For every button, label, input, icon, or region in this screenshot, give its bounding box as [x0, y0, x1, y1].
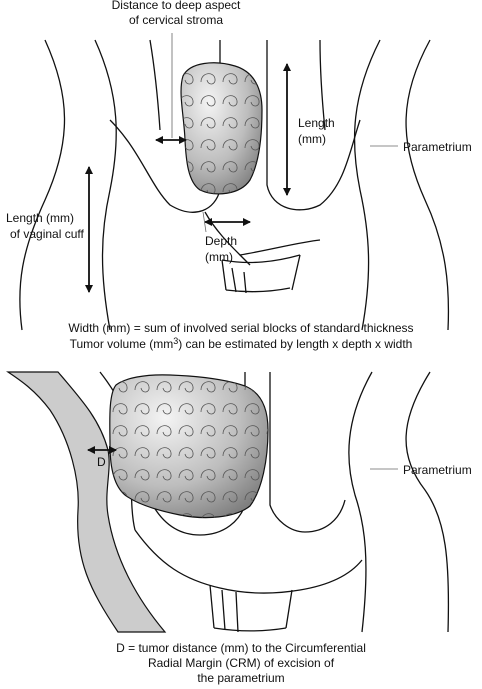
label-vaginal-line2: of vaginal cuff [10, 227, 84, 241]
volume-text-before: Tumor volume (mm [69, 337, 174, 351]
label-depth-line1: Depth [205, 234, 238, 248]
bottom-caption-line1: D = tumor distance (mm) to the Circumfer… [116, 641, 366, 655]
label-depth-line2: (mm) [205, 250, 233, 264]
label-distance-line2: of cervical stroma [128, 13, 224, 27]
middle-caption-line2: Tumor volume (mm3) can be estimated by l… [0, 337, 482, 352]
label-parametrium-top: Parametrium [403, 140, 472, 154]
label-d: D [97, 455, 106, 469]
middle-caption-line1: Width (mm) = sum of involved serial bloc… [68, 321, 414, 335]
volume-text-after: ) can be estimated by length x depth x w… [178, 337, 413, 351]
label-parametrium-bottom: Parametrium [403, 463, 472, 477]
label-length-line2: (mm) [298, 132, 326, 146]
bottom-tumor [109, 374, 269, 519]
label-vaginal-line1: Length (mm) [6, 211, 75, 225]
bottom-caption-line3: the parametrium [197, 671, 285, 685]
top-uterus-outline [19, 39, 450, 331]
bottom-caption-line2: Radial Margin (CRM) of excision of [147, 656, 335, 670]
top-leader-lines [171, 33, 398, 233]
top-tumor [180, 62, 263, 195]
volume-superscript: 3 [173, 336, 179, 346]
label-distance-line1: Distance to deep aspect [111, 0, 241, 12]
label-length-line1: Length [298, 116, 335, 130]
top-measurement-arrows [85, 63, 291, 293]
